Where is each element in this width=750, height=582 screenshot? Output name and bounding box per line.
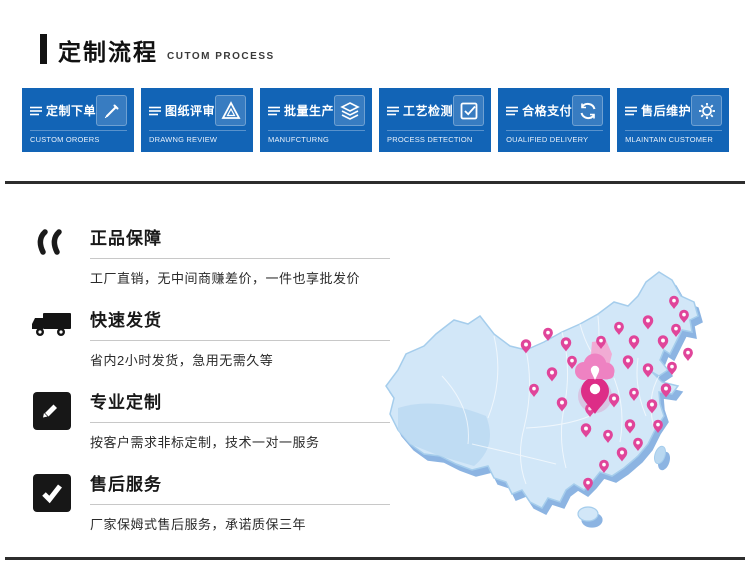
pencil-icon [96, 95, 128, 126]
refresh-arrows-icon [572, 95, 604, 126]
step-title: 工艺检测 [403, 104, 454, 118]
list-lines-icon [625, 106, 638, 116]
feature-professional-customization: 专业定制 按客户需求非标定制，技术一对一服务 [28, 388, 390, 451]
step-caption: PROCESS DETECTION [387, 130, 485, 144]
feature-description: 厂家保姆式售后服务，承诺质保三年 [90, 517, 307, 532]
check-box-icon [453, 95, 485, 126]
feature-title: 快速发货 [90, 306, 390, 341]
top-divider-line [5, 181, 745, 184]
features-list: 正品保障 工厂直销，无中间商赚差价，一件也享批发价 快速发货 省内2小时发货，急… [28, 224, 390, 552]
process-step-process-detection: 工艺检测 PROCESS DETECTION [379, 88, 492, 152]
feature-fast-shipping: 快速发货 省内2小时发货，急用无需久等 [28, 306, 390, 369]
checkmark-box-icon [33, 474, 71, 512]
process-step-custom-orders: 定制下单 CUSTOM OROERS [22, 88, 135, 152]
step-title: 图纸评审 [165, 104, 216, 118]
cloud-icon [575, 353, 615, 380]
step-caption: CUSTOM OROERS [30, 130, 128, 144]
feature-title: 正品保障 [90, 224, 390, 259]
step-title: 批量生产 [284, 104, 335, 118]
feature-title: 专业定制 [90, 388, 390, 423]
map-region-shade [398, 403, 490, 466]
list-lines-icon [506, 106, 519, 116]
map-pin [683, 347, 693, 361]
step-caption: MLAINTAIN CUSTOMER [625, 130, 723, 144]
gear-service-icon [691, 95, 723, 126]
feature-description: 省内2小时发货，急用无需久等 [90, 353, 274, 368]
step-caption: DRAWNG REVIEW [149, 130, 247, 144]
feature-title: 售后服务 [90, 470, 390, 505]
section-header: 定制流程 CUTOM PROCESS [40, 34, 275, 64]
list-lines-icon [387, 106, 400, 116]
process-step-drawing-review: 图纸评审 DRAWNG REVIEW [141, 88, 254, 152]
page-subtitle: CUTOM PROCESS [167, 51, 275, 62]
quote-hands-icon [28, 224, 76, 287]
map-pin [660, 383, 672, 398]
feature-description: 按客户需求非标定制，技术一对一服务 [90, 435, 320, 450]
feature-after-sales-service: 售后服务 厂家保姆式售后服务，承诺质保三年 [28, 470, 390, 533]
list-lines-icon [149, 106, 162, 116]
step-caption: OUALIFIED DELIVERY [506, 130, 604, 144]
step-caption: MANUFCTURNG [268, 130, 366, 144]
set-square-icon [215, 95, 247, 126]
header-accent-bar [40, 34, 47, 64]
map-pin [667, 361, 677, 375]
list-lines-icon [30, 106, 42, 116]
step-title: 定制下单 [46, 104, 97, 118]
page-title: 定制流程 [58, 39, 158, 65]
feature-genuine-guarantee: 正品保障 工厂直销，无中间商赚差价，一件也享批发价 [28, 224, 390, 287]
china-map [376, 258, 744, 550]
process-step-qualified-delivery: 合格支付 OUALIFIED DELIVERY [498, 88, 611, 152]
map-hq-marker [575, 353, 615, 414]
pencil-box-icon [33, 392, 71, 430]
process-steps-row: 定制下单 CUSTOM OROERS 图纸评审 DR [22, 88, 730, 152]
feature-description: 工厂直销，无中间商赚差价，一件也享批发价 [90, 271, 361, 286]
step-title: 合格支付 [522, 104, 573, 118]
bottom-divider-line [5, 557, 745, 560]
list-lines-icon [268, 106, 281, 116]
process-step-after-sales: 售后维护 MLAINTAIN CUSTOMER [617, 88, 730, 152]
step-title: 售后维护 [641, 104, 692, 118]
process-step-manufacturing: 批量生产 MANUFCTURNG [260, 88, 373, 152]
layers-icon [334, 95, 366, 126]
truck-icon [28, 306, 76, 369]
